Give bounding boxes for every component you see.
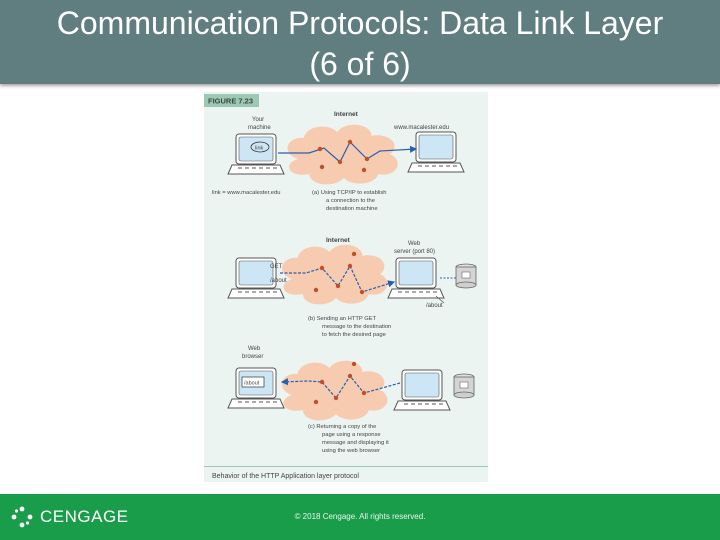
panel-b-path-label: /about xyxy=(426,303,443,309)
panel-a-screen-text: link xyxy=(255,146,264,152)
panel-a-link-text: link = www.macalester.edu xyxy=(212,190,280,196)
panel-b-server-line-2: server (port 80) xyxy=(394,249,435,255)
panel-a-desc-line-3: destination machine xyxy=(326,206,378,212)
figure-7-23: FIGURE 7.23 Internet Your machine www.ma… xyxy=(204,92,488,482)
link-oval xyxy=(250,141,270,153)
panel-c-desc-line-4: using the web browser xyxy=(322,448,380,454)
copyright-text: © 2018 Cengage. All rights reserved. xyxy=(294,512,426,521)
panel-b-internet-label: Internet xyxy=(326,237,351,244)
panel-c-desc-line-2: page using a response xyxy=(322,432,381,438)
panel-a-desc-line-1: (a) Using TCP/IP to establish xyxy=(312,190,387,196)
panel-b-desc-line-1: (b) Sending an HTTP GET xyxy=(308,316,377,322)
slide-title: Communication Protocols: Data Link Layer… xyxy=(0,3,720,85)
laptop-icon xyxy=(227,367,285,409)
panel-b-desc-line-3: to fetch the desired page xyxy=(322,332,386,338)
figure-label-tag xyxy=(204,94,259,107)
panel-a-desc-line-2: a connection to the xyxy=(326,198,375,204)
panel-c-browser-line-1: Web xyxy=(248,346,261,352)
caption-divider xyxy=(204,466,488,467)
browser-page-box xyxy=(241,376,265,388)
slide-title-bar: Communication Protocols: Data Link Layer… xyxy=(0,0,720,84)
slide-title-line-1: Communication Protocols: Data Link Layer xyxy=(56,5,664,41)
panel-a-your-machine-line-2: machine xyxy=(248,125,271,131)
slide-footer: CENGAGE © 2018 Cengage. All rights reser… xyxy=(0,494,720,540)
panel-c-browser-line-2: browser xyxy=(242,354,263,360)
panel-b-request-line-2: /about xyxy=(270,278,287,284)
panel-a-internet-label: Internet xyxy=(334,111,359,118)
cengage-logo: CENGAGE xyxy=(10,502,129,532)
panel-a-your-machine-line-1: Your xyxy=(252,117,264,123)
connection-arrow-a xyxy=(278,140,418,163)
cengage-logo-text: CENGAGE xyxy=(40,507,129,526)
panel-c-desc-line-3: message and displaying it xyxy=(322,440,389,446)
panel-b-request-line-1: GET xyxy=(270,264,283,270)
panel-a-remote-host: www.macalester.edu xyxy=(393,125,449,131)
figure-caption: Behavior of the HTTP Application layer p… xyxy=(212,473,359,480)
laptop-icon xyxy=(227,133,285,175)
server-disk-icon xyxy=(455,263,477,289)
laptop-icon xyxy=(393,369,451,411)
laptop-icon xyxy=(387,257,445,299)
server-disk-icon xyxy=(453,373,475,399)
panel-a: Internet Your machine www.macalester.edu… xyxy=(212,111,465,212)
panel-c: Web browser /about (c) Returning a copy … xyxy=(227,346,475,454)
figure-label: FIGURE 7.23 xyxy=(208,97,253,106)
panel-b: Internet Web server (port 80) GET /about… xyxy=(227,237,477,338)
http-behavior-diagram: FIGURE 7.23 Internet Your machine www.ma… xyxy=(204,92,488,482)
panel-c-screen-text: /about xyxy=(244,381,260,387)
slide-title-line-2: (6 of 6) xyxy=(309,46,411,82)
panel-b-server-line-1: Web xyxy=(408,241,421,247)
laptop-icon xyxy=(407,131,465,173)
panel-c-desc-line-1: (c) Returning a copy of the xyxy=(308,424,376,430)
cengage-logo-icon xyxy=(11,506,33,528)
panel-b-desc-line-2: message to the destination xyxy=(322,324,391,330)
